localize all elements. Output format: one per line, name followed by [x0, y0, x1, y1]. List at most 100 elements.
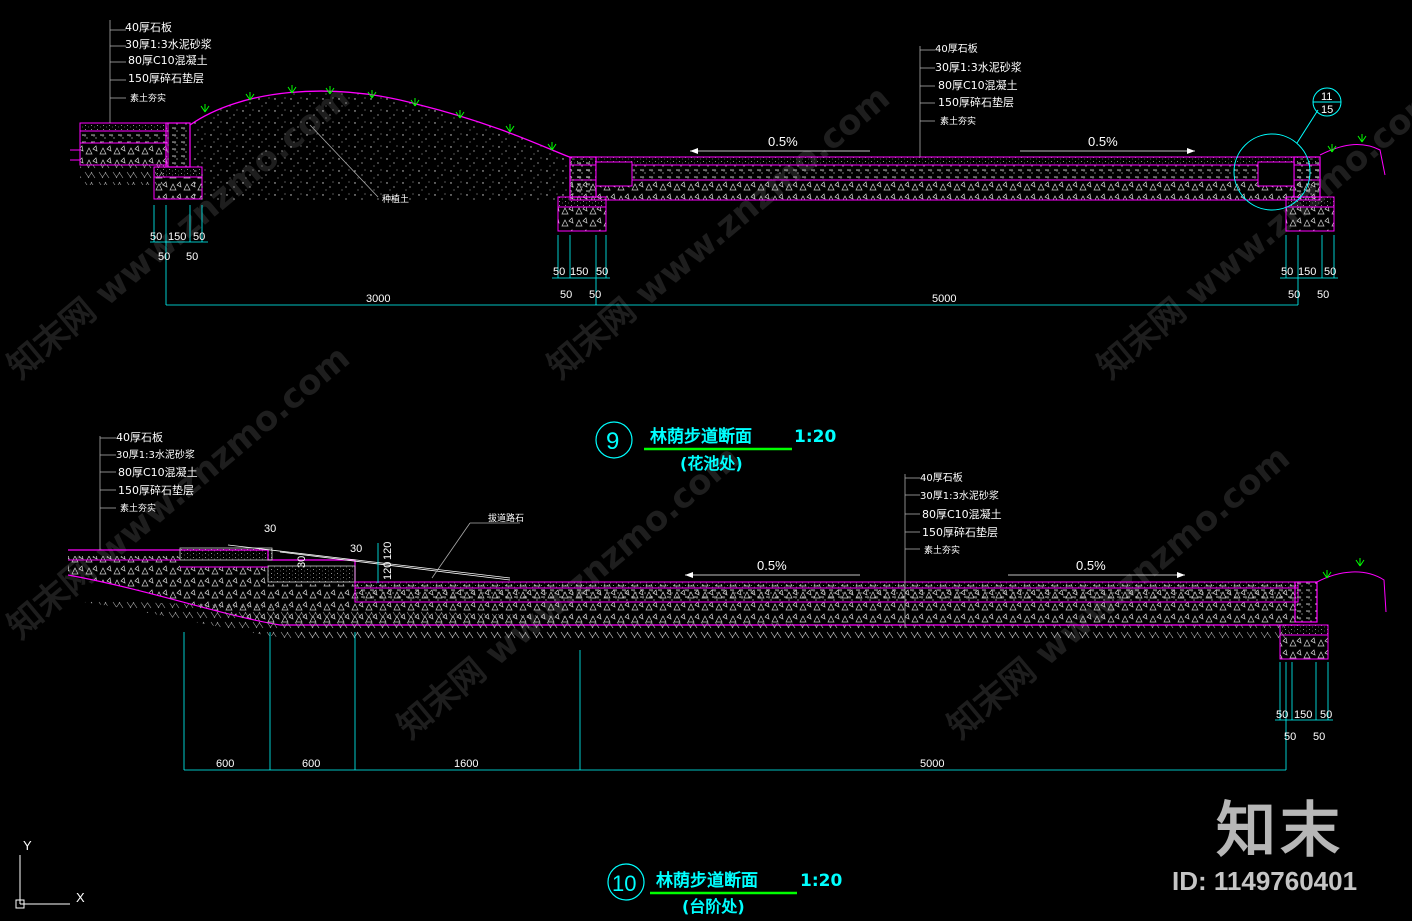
dim-text: 150	[570, 266, 588, 278]
right-layer-callout: 40厚石板 30厚1:3水泥砂浆 80厚C10混凝土 150厚碎石垫层 素土夯实	[904, 471, 1002, 628]
slope-right: 0.5%	[1076, 558, 1106, 573]
leader-line	[309, 124, 379, 198]
watermark-logo: 知末	[1216, 796, 1344, 866]
layer-label: 素土夯实	[924, 544, 960, 556]
dim-text: 600	[302, 758, 320, 770]
watermark-text: 知末网 www.znzmo.com	[540, 78, 898, 387]
dim-text: 30	[264, 523, 276, 535]
dim-text: 5000	[932, 293, 956, 305]
watermark-text: 知末网 www.znzmo.com	[1090, 78, 1412, 387]
dim-text: 50	[1276, 709, 1288, 721]
dim-text: 50	[1317, 289, 1329, 301]
step-stone-label: 拔道路石	[488, 512, 524, 524]
detail-number: 11	[1321, 91, 1332, 103]
dimension-lines	[183, 632, 1333, 771]
dim-text: 50	[560, 289, 572, 301]
layer-label: 40厚石板	[116, 430, 163, 444]
step-annotations: 拔道路石 30 30 120 120 30	[227, 512, 524, 583]
dimension-texts: 600 600 1600 5000 50 150 50 50 50	[216, 709, 1332, 770]
dim-text: 50	[553, 266, 565, 278]
layer-label: 30厚1:3水泥砂浆	[935, 60, 1022, 74]
dim-text: 50	[1284, 731, 1296, 743]
dim-text: 150	[1298, 266, 1316, 278]
watermark-id: ID: 1149760401	[1172, 866, 1358, 896]
layer-label: 40厚石板	[920, 471, 963, 484]
dim-text: 1600	[454, 758, 478, 770]
section-title: 林荫步道断面	[650, 426, 752, 447]
section-scale: 1:20	[800, 871, 842, 891]
axis-y-label: Y	[23, 838, 32, 853]
dim-text: 50	[150, 231, 162, 243]
main-pavement: 11 15	[557, 87, 1386, 232]
planting-mound: 种植土	[189, 85, 573, 205]
dim-text: 50	[193, 231, 205, 243]
dim-text: 3000	[366, 293, 390, 305]
axis-x-label: X	[76, 890, 85, 905]
layer-label: 150厚碎石垫层	[938, 95, 1014, 109]
layer-label: 30厚1:3水泥砂浆	[116, 448, 195, 461]
planting-soil-label: 种植土	[382, 193, 409, 205]
layer-label: 30厚1:3水泥砂浆	[125, 37, 212, 51]
layer-label: 30厚1:3水泥砂浆	[920, 489, 999, 502]
dim-text: 120	[382, 542, 394, 560]
layer-label: 80厚C10混凝土	[118, 465, 198, 479]
dim-text: 50	[1281, 266, 1293, 278]
section-scale: 1:20	[794, 427, 836, 447]
grass-icon	[200, 85, 557, 151]
slope-right: 0.5%	[1088, 134, 1118, 149]
layer-label: 80厚C10混凝土	[922, 507, 1002, 521]
slope-left: 0.5%	[768, 134, 798, 149]
section-number: 9	[606, 428, 619, 455]
dim-text: 50	[1313, 731, 1325, 743]
dim-text: 30	[350, 543, 362, 555]
left-layer-callout: 40厚石板 30厚1:3水泥砂浆 80厚C10混凝土 150厚碎石垫层 素土夯实	[99, 430, 198, 550]
section-title: 林荫步道断面	[656, 870, 758, 891]
layer-label: 素土夯实	[940, 115, 976, 127]
section-number-circle	[607, 863, 645, 901]
section-number: 10	[612, 871, 636, 896]
step-stone	[267, 565, 356, 583]
section-9-title: 9 林荫步道断面 1:20 (花池处)	[595, 421, 836, 473]
layer-label: 40厚石板	[935, 42, 978, 55]
step-stone	[179, 547, 273, 561]
dim-text: 150	[168, 231, 186, 243]
layer-label: 素土夯实	[120, 502, 156, 514]
dim-text: 50	[1288, 289, 1300, 301]
section-subtitle: (台阶处)	[682, 897, 745, 916]
left-curb	[70, 122, 203, 200]
layer-label: 150厚碎石垫层	[118, 483, 194, 497]
slope-annotations: 0.5% 0.5%	[690, 134, 1195, 154]
layer-label: 150厚碎石垫层	[128, 71, 204, 85]
dim-text: 50	[186, 251, 198, 263]
layer-label: 80厚C10混凝土	[938, 78, 1018, 92]
dim-text: 120	[382, 562, 394, 580]
layer-label: 150厚碎石垫层	[922, 525, 998, 539]
dim-text: 50	[596, 266, 608, 278]
section-number-circle	[595, 421, 633, 459]
detail-sheet: 15	[1321, 104, 1333, 116]
dimension-lines	[150, 205, 1338, 306]
dimension-texts: 50 150 50 50 50 50 150 50 50 50 50 150 5…	[150, 231, 1336, 305]
dim-text: 5000	[920, 758, 944, 770]
layer-label: 80厚C10混凝土	[128, 53, 208, 67]
dim-text: 150	[1294, 709, 1312, 721]
left-layer-callout: 40厚石板 30厚1:3水泥砂浆 80厚C10混凝土 150厚碎石垫层 素土夯实	[109, 20, 212, 123]
detail-circle	[1233, 133, 1311, 211]
dim-text: 50	[589, 289, 601, 301]
dim-text: 50	[1320, 709, 1332, 721]
section-9-drawing: 种植土 11 15	[70, 20, 1386, 473]
slope-left: 0.5%	[757, 558, 787, 573]
slope-annotations: 0.5% 0.5%	[685, 558, 1185, 578]
grass-icon	[1327, 134, 1367, 153]
grass-icon	[1322, 558, 1365, 579]
section-10-drawing: 拔道路石 30 30 120 120 30 0.5% 0.5% 40厚石板	[67, 430, 1387, 916]
section-10-title: 10 林荫步道断面 1:20 (台阶处)	[607, 863, 842, 916]
layer-label: 素土夯实	[130, 92, 166, 104]
dim-text: 50	[158, 251, 170, 263]
dim-text: 30	[296, 556, 308, 568]
right-layer-callout: 40厚石板 30厚1:3水泥砂浆 80厚C10混凝土 150厚碎石垫层 素土夯实	[919, 42, 1022, 157]
dim-text: 600	[216, 758, 234, 770]
layer-label: 40厚石板	[125, 20, 172, 34]
section-subtitle: (花池处)	[680, 454, 743, 473]
